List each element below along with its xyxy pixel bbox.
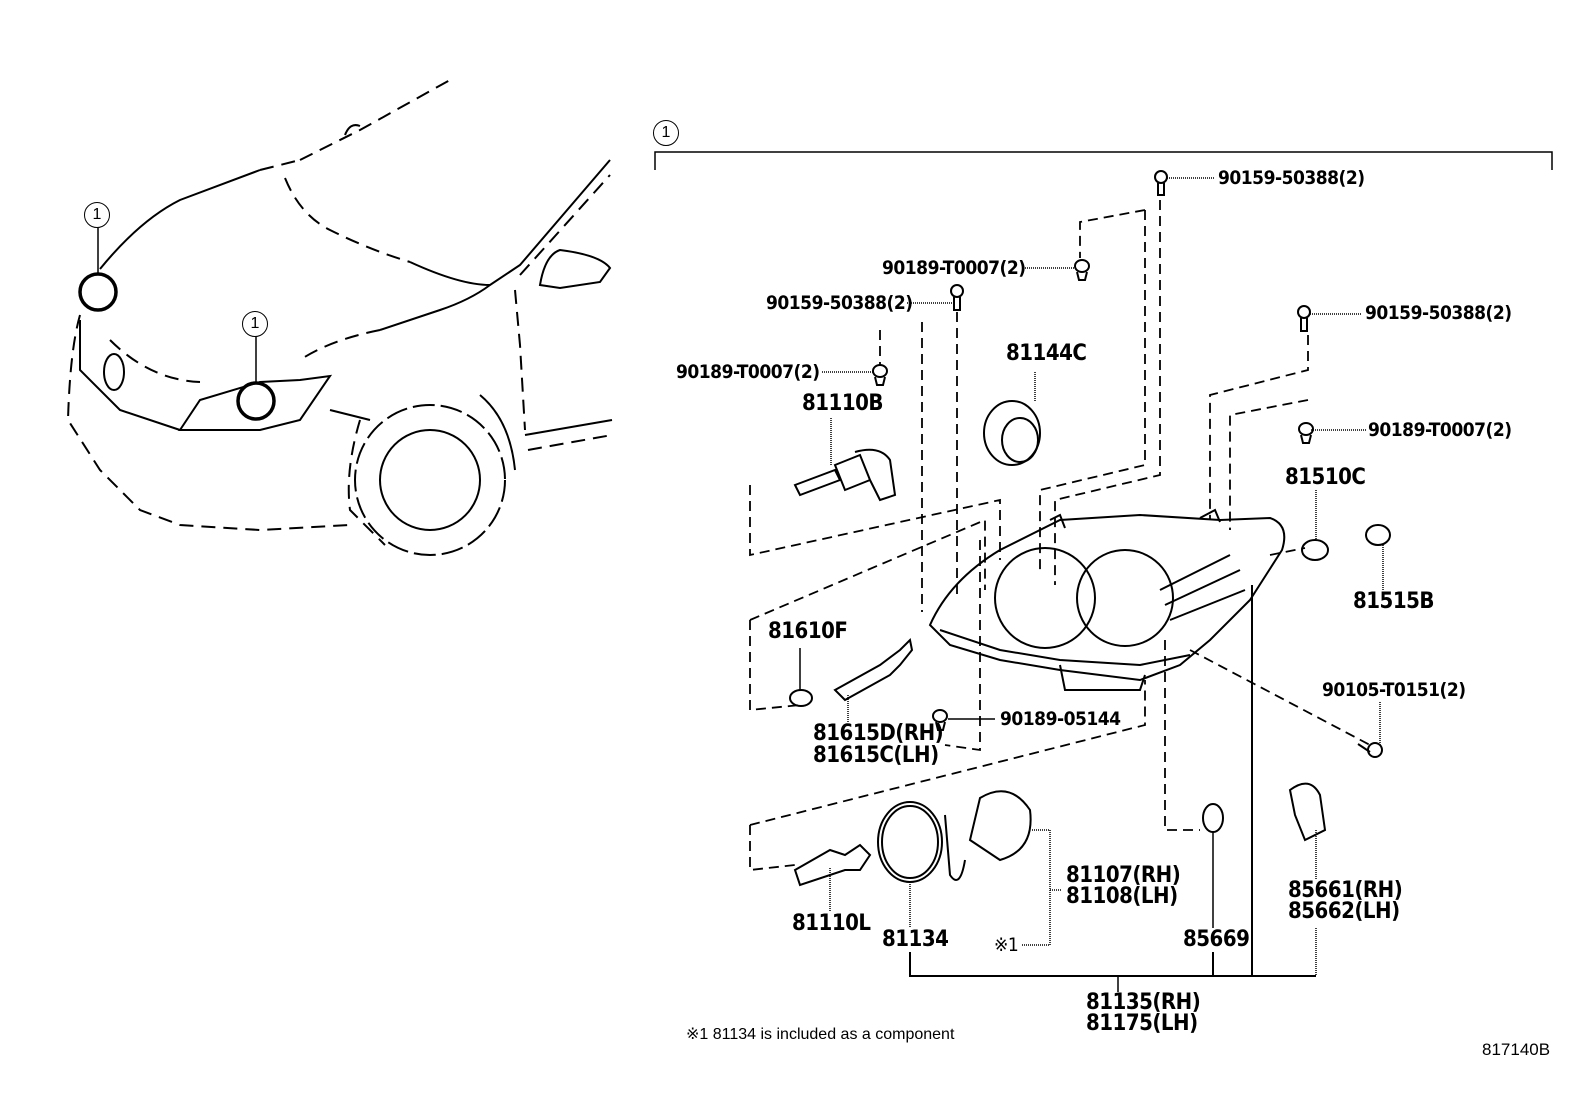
part-glyphs [789,170,1391,887]
label-81144C: 81144C [1006,341,1087,366]
group-bracket [654,151,1553,170]
screw-icon [1357,742,1384,758]
label-81107-RH: 81107(RH) [1066,863,1181,888]
label-81110L: 81110L [792,911,871,936]
bolt-icon [950,284,965,311]
label-81134: 81134 [882,927,949,952]
clip-icon [872,364,889,386]
label-81108-LH: 81108(LH) [1066,884,1178,909]
bolt-icon [1297,305,1312,332]
locator-callout-2: 1 [242,311,268,337]
label-81515B: 81515B [1353,589,1434,614]
label-81510C: 81510C [1285,465,1366,490]
label-81615D-RH: 81615D(RH) [813,721,944,746]
locator-callout-1: 1 [84,202,110,228]
label-90159-50388-right: 90159-50388(2) [1365,302,1512,324]
bolt-icon [1154,170,1169,196]
footnote: ※1 81134 is included as a component [686,1026,955,1043]
label-90189-T0007-right: 90189-T0007(2) [1368,419,1512,441]
assembly-dashed-lines [749,200,1371,872]
grommet-icon [932,709,949,731]
group-callout: 1 [653,120,679,146]
label-81610F: 81610F [768,619,848,644]
label-81110B: 81110B [802,391,883,416]
label-81175-LH: 81175(LH) [1086,1011,1198,1036]
locator-highlight-1 [78,272,118,312]
label-85661-RH: 85661(RH) [1288,878,1403,903]
vehicle-locator-drawing [66,79,613,556]
clip-icon [1298,422,1315,444]
note-reference-mark: ※1 [994,934,1019,956]
label-81135-RH: 81135(RH) [1086,990,1201,1015]
label-90159-50388-left: 90159-50388(2) [766,292,913,314]
leader-lines [799,177,1384,992]
label-81615C-LH: 81615C(LH) [813,743,939,768]
locator-highlight-2 [236,381,276,421]
bulb-icon [793,448,897,502]
label-90189-05144: 90189-05144 [1000,708,1121,730]
label-85669: 85669 [1183,927,1250,952]
label-90105-T0151: 90105-T0151(2) [1322,679,1466,701]
drawing-code: 817140B [1482,1040,1551,1059]
label-90189-T0007-left: 90189-T0007(2) [676,361,820,383]
label-90159-50388-top: 90159-50388(2) [1218,167,1365,189]
clip-icon [1074,259,1091,281]
label-90189-T0007-top: 90189-T0007(2) [882,257,1026,279]
label-85662-LH: 85662(LH) [1288,899,1400,924]
headlamp-assembly-drawing [928,508,1286,691]
